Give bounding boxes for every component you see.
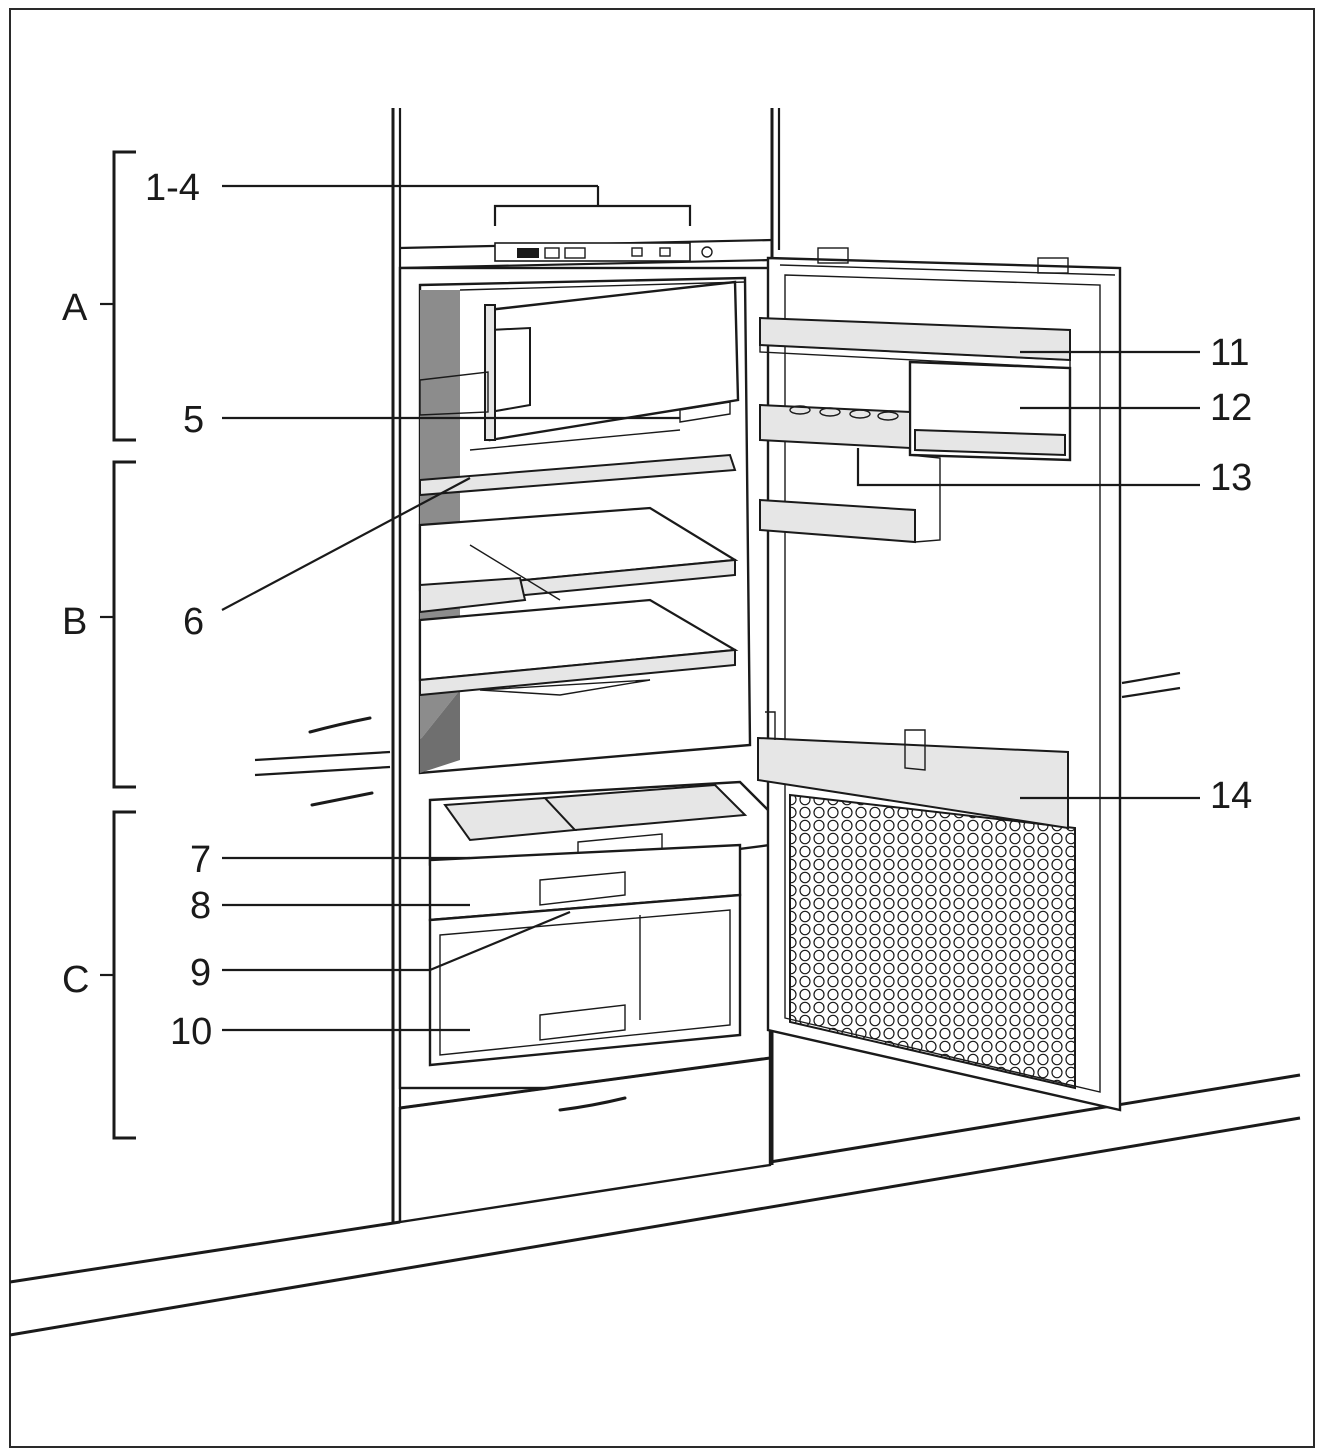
callout-12: 12 xyxy=(1210,387,1252,429)
control-panel xyxy=(494,242,713,262)
plinth-drawer xyxy=(398,1056,772,1224)
callout-8: 8 xyxy=(190,885,211,927)
callout-11: 11 xyxy=(1210,332,1249,374)
open-door xyxy=(757,247,1122,1112)
callout-5: 5 xyxy=(183,399,204,441)
lower-drawers xyxy=(428,780,772,1067)
callout-7: 7 xyxy=(190,839,211,881)
callout-14: 14 xyxy=(1210,775,1252,817)
section-brackets xyxy=(100,150,136,1140)
left-cabinet xyxy=(254,716,391,807)
callout-1-4: 1-4 xyxy=(145,167,200,209)
cabinet-handle-upper xyxy=(308,716,372,734)
bracket-c xyxy=(112,810,136,1140)
bracket-b xyxy=(112,460,136,789)
plinth-handle xyxy=(558,1096,627,1112)
callout-6: 6 xyxy=(183,601,204,643)
display-window xyxy=(517,248,539,258)
freezer-compartment xyxy=(419,280,740,442)
section-label-b: B xyxy=(62,601,87,643)
cabinet-handle-lower xyxy=(310,791,374,807)
callout-13: 13 xyxy=(1210,457,1252,499)
leader-lines xyxy=(221,184,1200,1032)
section-label-c: C xyxy=(62,959,89,1001)
callout-9: 9 xyxy=(190,952,211,994)
right-counter xyxy=(1121,671,1181,699)
bracket-a xyxy=(112,150,136,442)
section-label-a: A xyxy=(62,287,88,329)
glass-shelves xyxy=(418,429,739,697)
callout-10: 10 xyxy=(170,1011,212,1053)
floor-lines xyxy=(9,1073,1301,1337)
